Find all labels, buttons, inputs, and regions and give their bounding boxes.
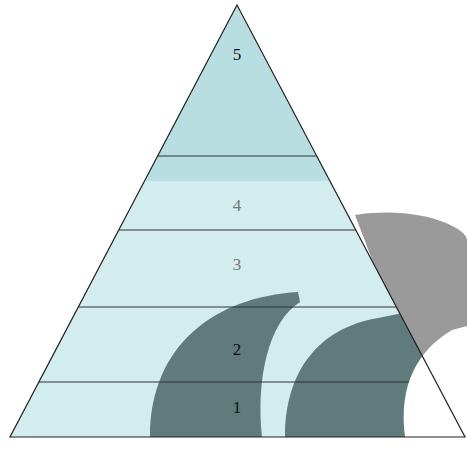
- band-number: 4: [119, 197, 356, 216]
- band-number: 3: [78, 256, 396, 275]
- pyramid-band: 3: [78, 230, 396, 307]
- band-number: 5: [157, 46, 316, 65]
- dark-shape: [285, 300, 467, 437]
- band-number: 1: [10, 399, 465, 418]
- band-shape: [157, 5, 316, 156]
- band-number: 2: [38, 341, 435, 360]
- dark-shape: [150, 292, 300, 437]
- pyramid-outline: [10, 5, 465, 437]
- pyramid-band: 4: [119, 156, 356, 230]
- band-shape: [119, 156, 356, 230]
- pyramid-band: 5: [157, 5, 316, 156]
